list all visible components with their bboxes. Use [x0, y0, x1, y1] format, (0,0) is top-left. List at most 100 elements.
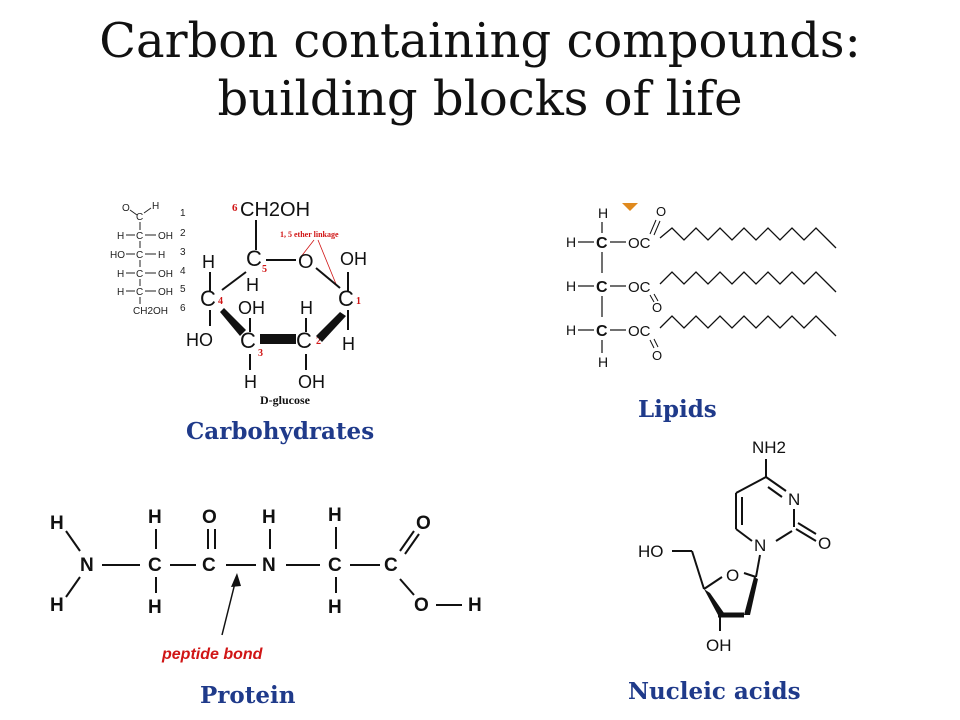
ring-c5-h: H: [246, 275, 259, 295]
fischer-num-6: 6: [180, 303, 186, 314]
lipid-row2-c: C: [596, 279, 608, 296]
fischer-num-1: 1: [180, 208, 186, 219]
ring-c4-ho: HO: [186, 330, 213, 350]
lipid-row3-oc: OC: [628, 323, 651, 340]
ring-c2: C: [296, 328, 312, 353]
ring-c3: C: [240, 328, 256, 353]
protein-ca2-h-bottom: H: [328, 597, 342, 618]
lipid-row1-h: H: [566, 234, 576, 250]
lipid-row3-o: O: [652, 348, 662, 363]
lipid-row1-c: C: [596, 235, 608, 252]
fischer-row3-left: H: [117, 269, 124, 280]
linkage-label: 1, 5 ether linkage: [280, 230, 339, 239]
ring-c2-h: H: [300, 298, 313, 318]
fischer-h: H: [152, 201, 159, 212]
ring-c1-oh: OH: [340, 249, 367, 269]
amine-group: NH2: [752, 438, 786, 457]
lipid-row1-oc: OC: [628, 235, 651, 252]
fischer-num-2: 2: [180, 228, 186, 239]
lipid-row2-h: H: [566, 278, 576, 294]
peptide-bond-arrow: [221, 578, 237, 636]
fischer-row1-right: OH: [158, 231, 173, 242]
lipid-row1-o: O: [656, 204, 666, 219]
carbohydrate-structure: O H C H C OH HO C H H C OH H C OH CH2OH …: [110, 199, 367, 407]
ring-number-5: 5: [262, 264, 267, 275]
fischer-row3-right: OH: [158, 269, 173, 280]
protein-carboxyl-o: O: [414, 595, 429, 616]
protein-ca2-h-top: H: [328, 505, 342, 526]
title-line-2: building blocks of life: [217, 71, 743, 127]
protein-amide-h: H: [262, 507, 276, 528]
fischer-row4-right: OH: [158, 287, 173, 298]
ring-o: O: [298, 251, 314, 273]
protein-n2: N: [262, 555, 276, 576]
fischer-projection: O H C H C OH HO C H H C OH H C OH CH2OH …: [110, 201, 186, 317]
carbonyl-o: O: [818, 534, 831, 553]
fischer-row1-left: H: [117, 231, 124, 242]
lipid-row2-o: O: [652, 300, 662, 315]
ring-n1: N: [754, 536, 766, 555]
lipid-row2-oc: OC: [628, 279, 651, 296]
ring-c3-oh: OH: [238, 298, 265, 318]
fischer-row4-c: C: [136, 287, 143, 298]
peptide-bond-label: peptide bond: [161, 646, 264, 663]
lipid-bottom-h: H: [598, 354, 608, 370]
fatty-acid-chain-1: [659, 227, 837, 249]
ring-c3-h: H: [244, 372, 257, 392]
protein-carboxyl-c: C: [384, 555, 398, 576]
title-line-1: Carbon containing compounds:: [99, 13, 861, 69]
fischer-row2-left: HO: [110, 250, 125, 261]
hydroxyl-5prime: HO: [638, 542, 664, 561]
ring-top-group: CH2OH: [240, 199, 310, 221]
molecule-name: D-glucose: [260, 393, 311, 407]
protein-carbonyl-c: C: [202, 555, 216, 576]
ring-c5: C: [246, 246, 262, 271]
protein-carboxyl-h: H: [468, 595, 482, 616]
fischer-row2-right: H: [158, 250, 165, 261]
ring-number-3: 3: [258, 348, 263, 359]
nucleoside-structure: NH2 N N O O OH HO: [638, 438, 831, 655]
protein-carbonyl-o: O: [202, 507, 217, 528]
ring-c4: C: [200, 286, 216, 311]
fatty-acid-chain-2: [659, 271, 837, 293]
protein-n-h-top: H: [50, 513, 64, 534]
protein-n-h-bottom: H: [50, 595, 64, 616]
fischer-o: O: [122, 203, 130, 214]
carbohydrates-label: Carbohydrates: [186, 418, 375, 445]
lipid-row3-h: H: [566, 322, 576, 338]
sugar-ring-o: O: [726, 566, 739, 585]
slide-title: Carbon containing compounds: building bl…: [0, 12, 960, 128]
marker-arrow-icon: [622, 203, 638, 211]
protein-n1: N: [80, 555, 94, 576]
fischer-num-4: 4: [180, 266, 186, 277]
fischer-row2-c: C: [136, 250, 143, 261]
hydroxyl-3prime: OH: [706, 636, 732, 655]
lipid-top-h: H: [598, 205, 608, 221]
protein-ca2: C: [328, 555, 342, 576]
fischer-row3-c: C: [136, 269, 143, 280]
fatty-acid-chain-3: [659, 315, 837, 337]
protein-ca1: C: [148, 555, 162, 576]
lipid-row3-c: C: [596, 323, 608, 340]
fischer-bottom: CH2OH: [133, 306, 168, 317]
ring-number-2: 2: [316, 336, 321, 347]
ring-number-6: 6: [232, 202, 238, 214]
protein-ca1-h-top: H: [148, 507, 162, 528]
arrowhead-icon: [231, 573, 241, 587]
ring-number-4: 4: [218, 296, 223, 307]
fischer-num-5: 5: [180, 284, 186, 295]
protein-structure: H N H H C H O C H N H C H C O O H: [50, 505, 482, 663]
protein-carboxyl-o-double: O: [416, 513, 431, 534]
nucleic-acids-label: Nucleic acids: [628, 678, 801, 705]
ring-number-1: 1: [356, 296, 361, 307]
protein-label: Protein: [200, 682, 296, 709]
ring-c2-oh: OH: [298, 372, 325, 392]
fischer-num-3: 3: [180, 247, 186, 258]
ring-n3: N: [788, 490, 800, 509]
lipid-structure: H H C OC O H C OC O H C OC O H: [566, 203, 837, 370]
fischer-row1-c: C: [136, 231, 143, 242]
fischer-c1: C: [136, 212, 143, 223]
lipids-label: Lipids: [638, 396, 717, 423]
haworth-projection: 6 CH2OH 1, 5 ether linkage C 5 H O OH C …: [186, 199, 367, 407]
fischer-row4-left: H: [117, 287, 124, 298]
